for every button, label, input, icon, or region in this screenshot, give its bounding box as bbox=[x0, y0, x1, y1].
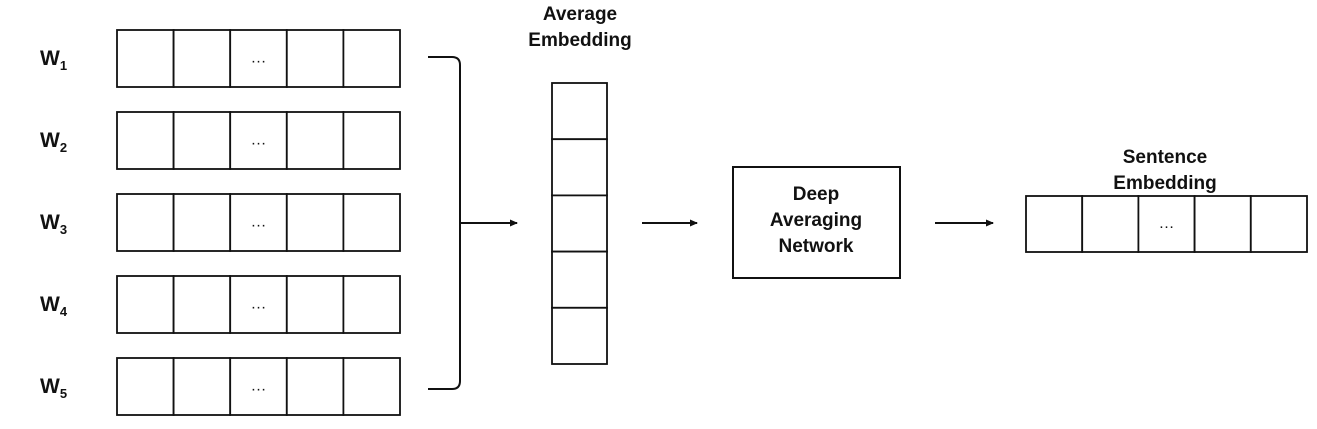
average-embedding-title-line2: Embedding bbox=[528, 30, 631, 51]
word-2-cell-text: … bbox=[251, 132, 267, 149]
word-5-cell-text: … bbox=[251, 378, 267, 395]
word-label-5: W5 bbox=[40, 375, 67, 401]
word-2-cell bbox=[342, 111, 401, 170]
word-5-cell bbox=[342, 357, 401, 416]
average-embedding-cell bbox=[551, 250, 608, 309]
word-2-cell bbox=[229, 111, 288, 170]
word-2-cell bbox=[172, 111, 232, 170]
average-embedding-cell bbox=[551, 194, 608, 253]
sentence-embedding-title-line1: Sentence bbox=[1123, 147, 1207, 168]
word-label-3: W3 bbox=[40, 211, 67, 237]
word-4-cell bbox=[285, 275, 345, 334]
word-3-cell bbox=[342, 193, 401, 252]
word-3-cell bbox=[172, 193, 232, 252]
sentence-embedding-cell bbox=[1249, 195, 1308, 253]
word-4-cell-text: … bbox=[251, 296, 267, 313]
word-label-4: W4 bbox=[40, 293, 68, 319]
sentence-embedding-cell bbox=[1081, 195, 1140, 253]
word-5-cell bbox=[116, 357, 175, 416]
word-1-cell bbox=[285, 29, 345, 88]
word-4-cell bbox=[342, 275, 401, 334]
sentence-embedding-vector: … bbox=[1025, 195, 1308, 253]
deep-averaging-network-box bbox=[732, 166, 901, 279]
word-1-cell bbox=[229, 29, 288, 88]
word-vectors: … … … … … bbox=[116, 29, 401, 416]
sentence-embedding-cell bbox=[1025, 195, 1084, 253]
word-2-cell bbox=[285, 111, 345, 170]
word-2-cell bbox=[116, 111, 175, 170]
sentence-embedding-cell bbox=[1193, 195, 1252, 253]
word-1-cell bbox=[116, 29, 175, 88]
word-1-cell bbox=[172, 29, 232, 88]
average-embedding-cell bbox=[551, 306, 608, 365]
word-3-cell-text: … bbox=[251, 214, 267, 231]
network-title-line3: Network bbox=[779, 236, 854, 257]
network-title-line1: Deep bbox=[793, 184, 839, 205]
word-1-cell-text: … bbox=[251, 50, 267, 67]
average-embedding-title-line1: Average bbox=[543, 4, 617, 25]
word-3-cell bbox=[116, 193, 175, 252]
average-embedding-cell bbox=[551, 138, 608, 197]
average-embedding-cell bbox=[551, 82, 608, 141]
average-embedding-vector bbox=[551, 82, 608, 365]
word-5-cell bbox=[285, 357, 345, 416]
word-3-cell bbox=[229, 193, 288, 252]
sentence-embedding-title-line2: Embedding bbox=[1113, 173, 1216, 194]
word-label-2: W2 bbox=[40, 129, 67, 155]
word-labels: W1 W2 W3 W4 W5 bbox=[40, 47, 68, 401]
combine-bracket bbox=[428, 56, 461, 390]
word-5-cell bbox=[172, 357, 232, 416]
word-label-1: W1 bbox=[40, 47, 67, 73]
word-1-cell bbox=[342, 29, 401, 88]
network-title-line2: Averaging bbox=[770, 210, 862, 231]
word-5-cell bbox=[229, 357, 288, 416]
word-4-cell bbox=[172, 275, 232, 334]
word-3-cell bbox=[285, 193, 345, 252]
sentence-embedding-cell-text: … bbox=[1159, 215, 1175, 232]
word-4-cell bbox=[116, 275, 175, 334]
